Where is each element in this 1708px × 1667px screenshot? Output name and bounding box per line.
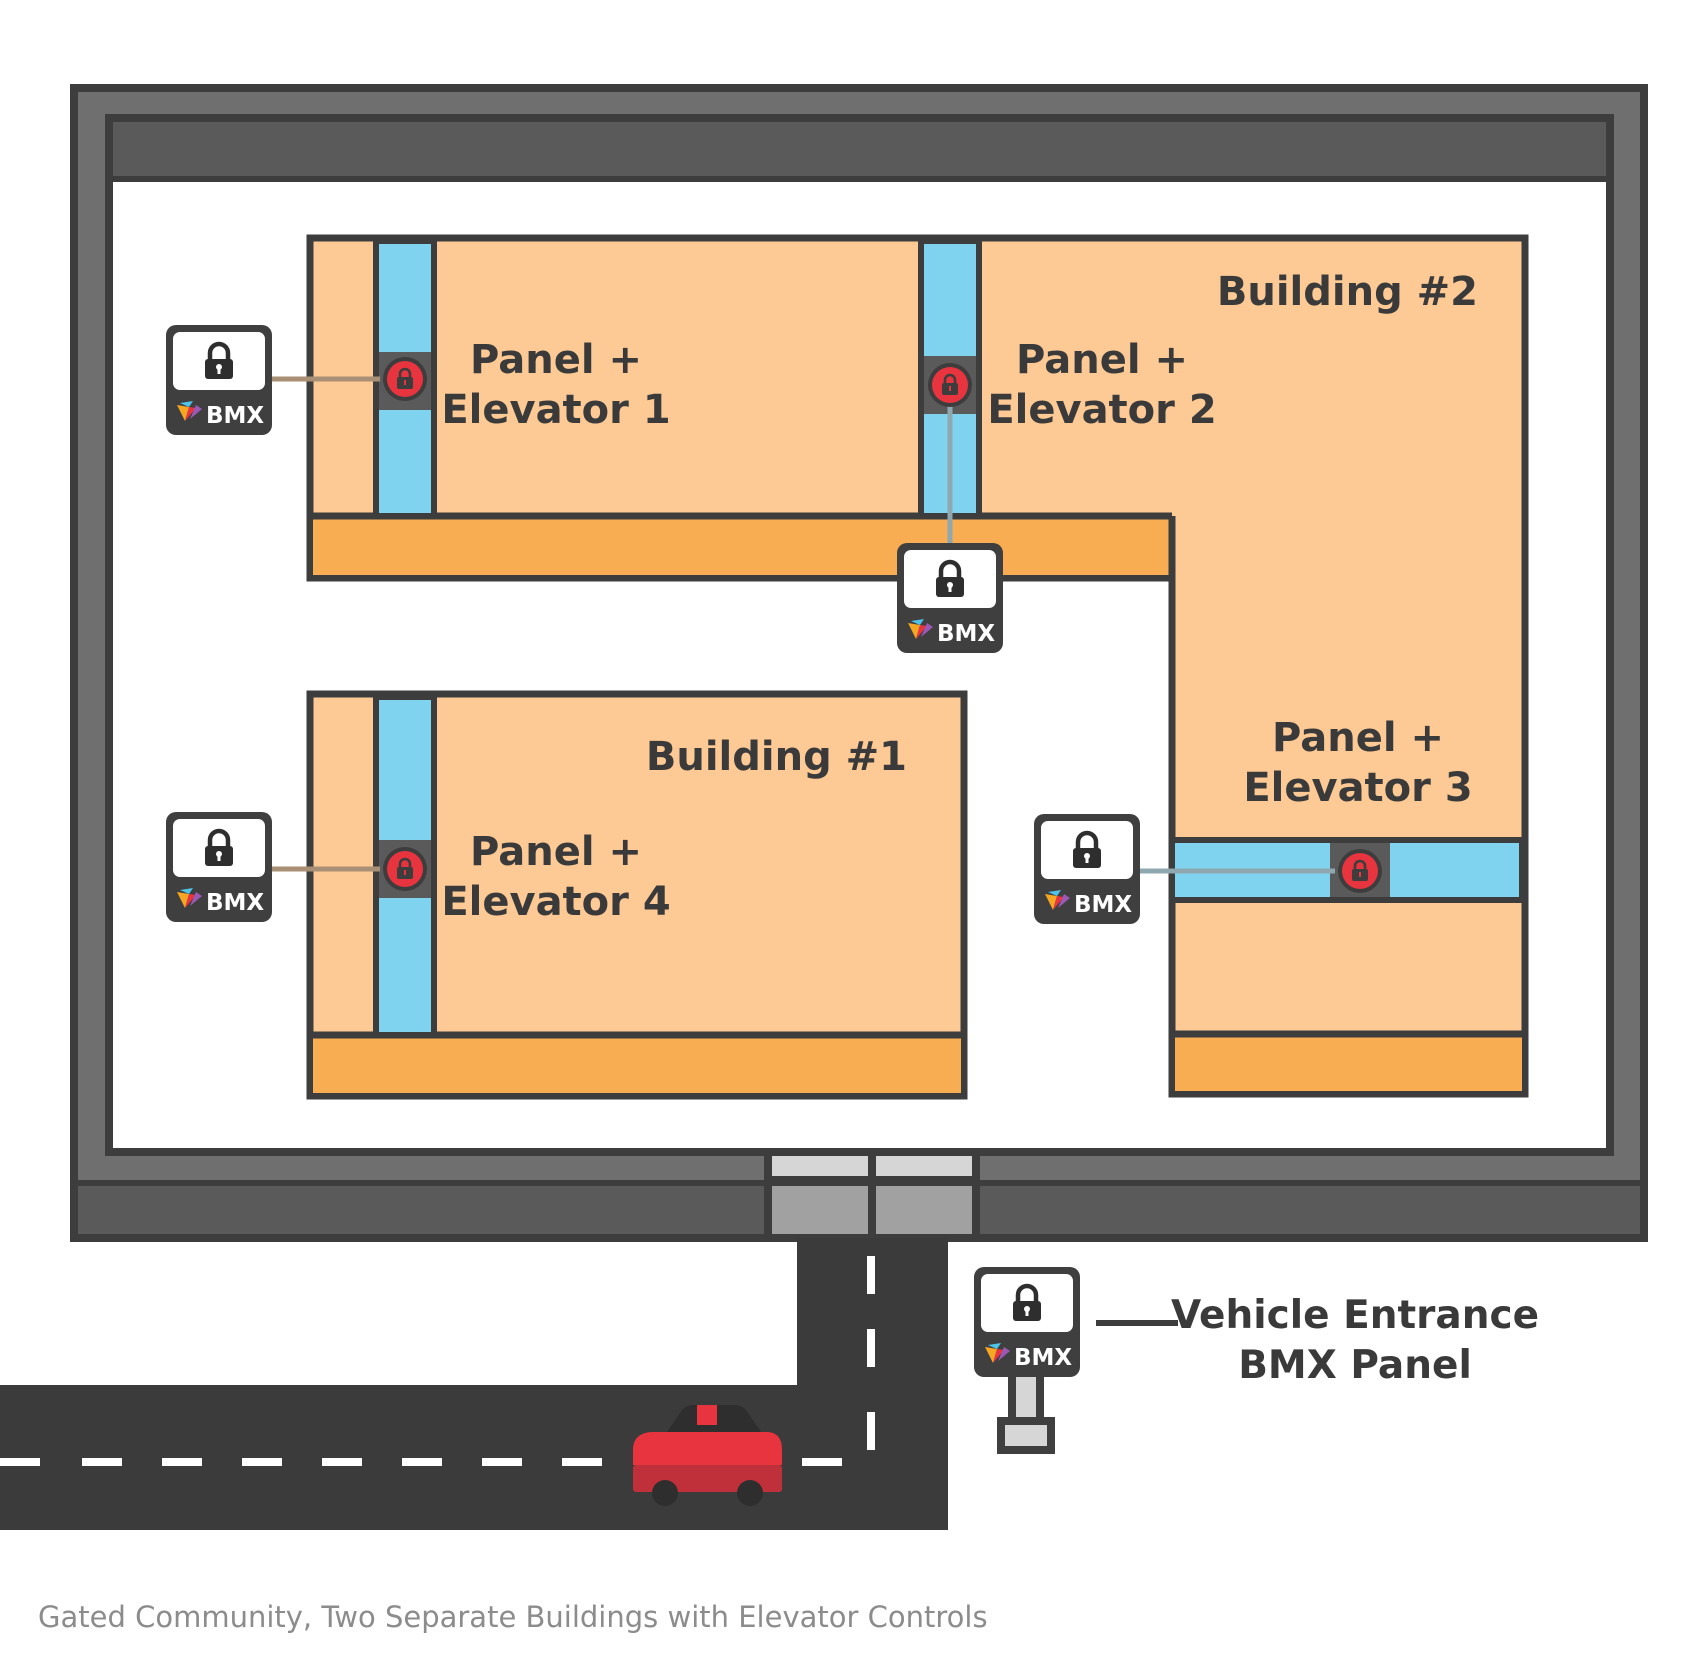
bmx-panel-elevator-1[interactable]: BMX xyxy=(166,325,272,435)
bmx-label: BMX xyxy=(1014,1345,1072,1371)
elevator-2-label-line2: Elevator 2 xyxy=(987,387,1216,433)
bmx-panel-elevator-2[interactable]: BMX xyxy=(897,543,1003,653)
elevator-4-label-line1: Panel + xyxy=(470,829,642,875)
diagram-caption: Gated Community, Two Separate Buildings … xyxy=(38,1600,988,1634)
padlock-red-icon xyxy=(1336,847,1384,895)
elevator-1-label-line2: Elevator 1 xyxy=(441,387,670,433)
padlock-red-icon xyxy=(381,355,429,403)
road xyxy=(0,1238,948,1530)
bmx-label: BMX xyxy=(206,403,264,429)
padlock-red-icon xyxy=(381,845,429,893)
vehicle-entrance-label-line2: BMX Panel xyxy=(1238,1343,1472,1388)
padlock-red-icon xyxy=(926,361,974,409)
elevator-3-label-line1: Panel + xyxy=(1272,715,1444,761)
vehicle-gate xyxy=(764,1152,980,1238)
bmx-label: BMX xyxy=(206,890,264,916)
vehicle-entrance-label-line1: Vehicle Entrance xyxy=(1171,1293,1539,1338)
bmx-panel-elevator-4[interactable]: BMX xyxy=(166,812,272,922)
car-icon xyxy=(633,1405,782,1506)
building-2-title: Building #2 xyxy=(1217,269,1478,315)
bmx-label: BMX xyxy=(1074,892,1132,918)
bmx-panel-elevator-3[interactable]: BMX xyxy=(1034,814,1140,924)
bmx-panel-vehicle-entrance[interactable]: BMX xyxy=(974,1267,1080,1454)
elevator-2-label-line1: Panel + xyxy=(1016,337,1188,383)
bmx-label: BMX xyxy=(937,621,995,647)
connector-lines xyxy=(272,376,1335,1326)
elevator-4-label-line2: Elevator 4 xyxy=(441,879,670,925)
elevator-3-label-line2: Elevator 3 xyxy=(1243,765,1472,811)
elevator-1-label-line1: Panel + xyxy=(470,337,642,383)
building-1-title: Building #1 xyxy=(646,734,907,780)
